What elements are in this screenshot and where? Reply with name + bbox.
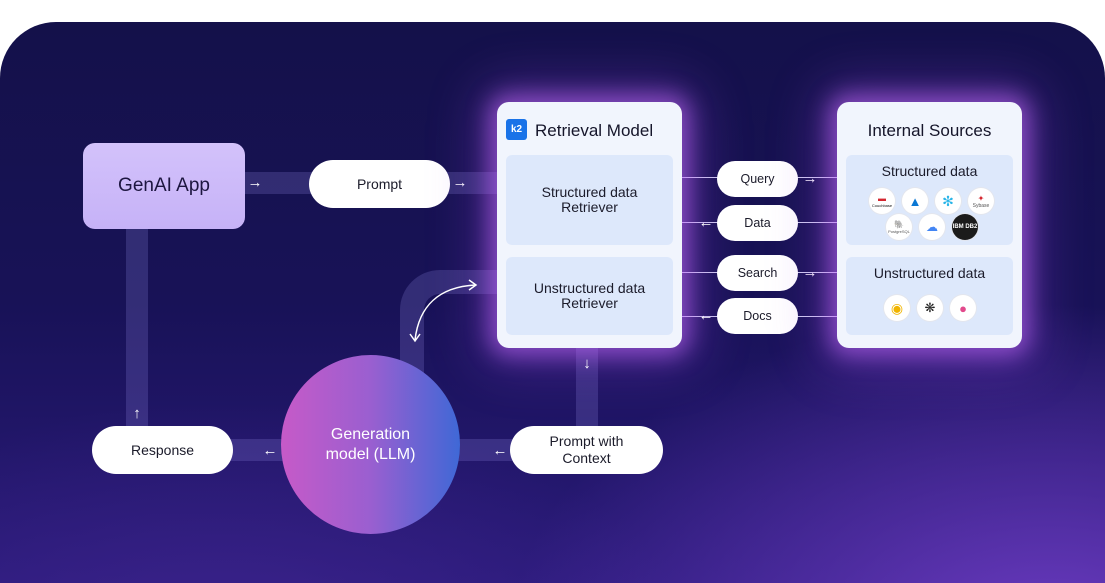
arrow-right-icon: → <box>802 264 818 281</box>
arrow-right-icon: → <box>247 174 263 191</box>
arrow-left-icon: ← <box>698 214 714 231</box>
azure-logo-icon: ▲ <box>902 188 928 214</box>
openai-logo-icon: ❋ <box>917 295 943 321</box>
confluence-logo-icon: ● <box>950 295 976 321</box>
docs-label: Docs <box>743 308 772 323</box>
structured-retriever-line1: Structured data <box>541 184 638 200</box>
prompt-label: Prompt <box>356 175 403 192</box>
response-label: Response <box>130 441 195 458</box>
curved-arrow-icon <box>409 279 478 343</box>
genai-app-box: GenAI App <box>83 143 245 229</box>
prompt-with-context-line2: Context <box>562 450 611 466</box>
arrow-up-icon: ↑ <box>133 405 141 422</box>
track-retrieval-to-prompt-context <box>576 348 598 428</box>
google-cloud-logo-icon: ☁ <box>919 214 945 240</box>
arrow-left-icon: ← <box>492 442 508 459</box>
unstructured-retriever-line1: Unstructured data <box>533 280 646 296</box>
generation-model-line1: Generation <box>330 425 411 443</box>
elastic-logo-icon: ◉ <box>884 295 910 321</box>
data-label: Data <box>744 215 771 230</box>
arrow-right-icon: → <box>802 170 818 187</box>
arrow-down-icon: ↓ <box>583 355 591 372</box>
prompt-with-context-line1: Prompt with <box>549 433 624 449</box>
genai-app-label: GenAI App <box>118 175 210 196</box>
unstructured-retriever-line2: Retriever <box>561 295 618 311</box>
couchbase-logo-icon: ▬ Couchbase <box>869 188 895 214</box>
structured-data-title: Structured data <box>881 163 978 179</box>
prompt-with-context-pill: Prompt with Context <box>510 426 663 474</box>
snowflake-logo-icon: ✻ <box>935 188 961 214</box>
arrow-left-icon: ← <box>698 307 714 324</box>
unstructured-data-title: Unstructured data <box>873 265 986 281</box>
unstructured-retriever-box: Unstructured data Retriever <box>506 257 673 335</box>
sybase-logo-icon: ✦ Sybase <box>968 188 994 214</box>
internal-sources-title: Internal Sources <box>867 121 992 140</box>
data-pill: Data <box>717 205 798 241</box>
retrieval-model-title: Retrieval Model <box>535 121 654 140</box>
search-label: Search <box>737 265 778 280</box>
ibm-db2-logo-icon: IBM DB2 <box>952 214 978 240</box>
query-label: Query <box>740 171 775 186</box>
postgresql-logo-icon: 🐘 PostgreSQL <box>886 214 912 240</box>
arrow-left-icon: ← <box>262 442 278 459</box>
query-pill: Query <box>717 161 798 197</box>
arrow-right-icon: → <box>452 174 468 191</box>
generation-model-circle: Generation model (LLM) <box>281 355 460 534</box>
structured-retriever-box: Structured data Retriever <box>506 155 673 245</box>
prompt-pill: Prompt <box>309 160 450 208</box>
response-pill: Response <box>92 426 233 474</box>
structured-retriever-line2: Retriever <box>561 199 618 215</box>
internal-sources-card: Internal Sources Structured data Unstruc… <box>837 102 1022 348</box>
search-pill: Search <box>717 255 798 291</box>
retrieval-model-card: k2 Retrieval Model Structured data Retri… <box>497 102 682 348</box>
generation-model-line2: model (LLM) <box>325 445 416 463</box>
docs-pill: Docs <box>717 298 798 334</box>
k2view-logo-icon: k2 <box>506 119 527 140</box>
track-app-response <box>126 229 148 429</box>
